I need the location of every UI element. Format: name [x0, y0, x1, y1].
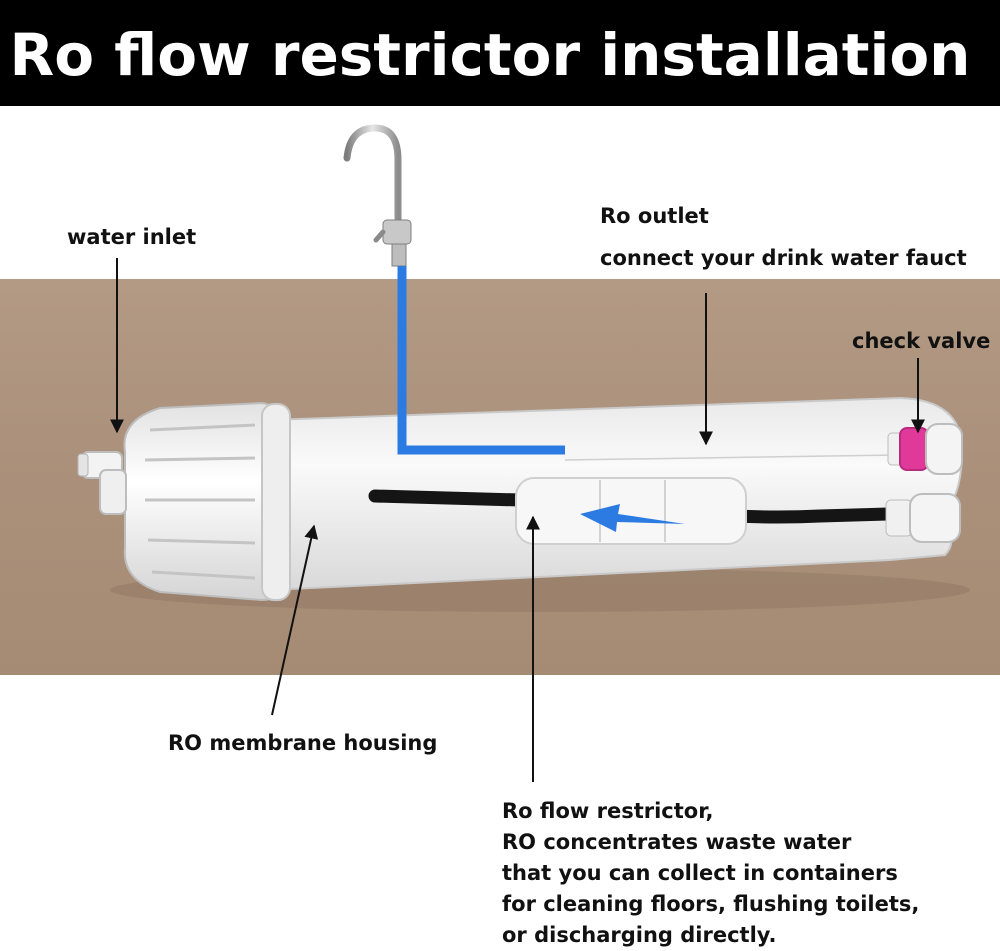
- cap-ribs: [144, 423, 256, 580]
- ro-outlet-tube: [560, 445, 900, 460]
- water-inlet-fitting: [77, 451, 127, 515]
- drinking-water-faucet: [343, 124, 412, 267]
- concentrate-end-fitting: [885, 493, 961, 543]
- restrictor-line: or discharging directly.: [502, 923, 777, 947]
- ro-outlet-label: Ro outlet: [600, 204, 709, 228]
- membrane-housing-arrow: [271, 524, 319, 716]
- restrictor-line: Ro flow restrictor,: [502, 799, 714, 823]
- page-title: Ro flow restrictor installation: [9, 21, 971, 89]
- check-valve-fitting: [887, 423, 963, 475]
- cap-ring: [261, 403, 291, 601]
- restrictor-line: that you can collect in containers: [502, 861, 898, 885]
- membrane-housing-label: RO membrane housing: [168, 731, 438, 755]
- title-bar: [0, 0, 1000, 106]
- restrictor-line: for cleaning floors, flushing toilets,: [502, 892, 920, 916]
- flow-restrictor: [515, 477, 747, 545]
- restrictor-line: RO concentrates waste water: [502, 830, 852, 854]
- water-inlet-label: water inlet: [67, 225, 197, 249]
- connect-faucet-label: connect your drink water fauct: [600, 246, 967, 270]
- blue-outlet-pipe: [397, 266, 565, 455]
- check-valve-label: check valve: [852, 329, 991, 353]
- flow-restrictor-description: Ro flow restrictor, RO concentrates wast…: [502, 796, 919, 951]
- flow-direction-arrow: [580, 504, 685, 532]
